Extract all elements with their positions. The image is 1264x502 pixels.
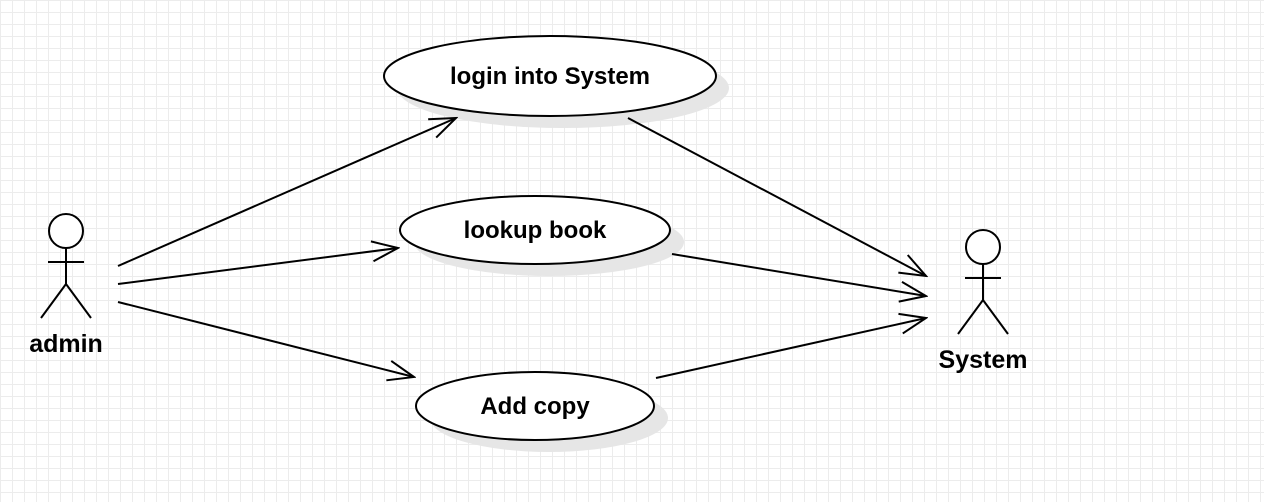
usecase-addcopy-label: Add copy <box>480 393 590 420</box>
usecase-add-copy[interactable]: Add copy <box>415 371 655 441</box>
arrow-admin-to-addcopy[interactable] <box>117 301 414 377</box>
arrow-admin-to-login[interactable] <box>117 118 456 267</box>
arrow-lookup-to-system[interactable] <box>671 253 926 296</box>
arrow-addcopy-to-system[interactable] <box>655 318 926 379</box>
usecase-lookup-label: lookup book <box>464 217 607 244</box>
usecase-login[interactable]: login into System <box>383 35 717 117</box>
usecase-lookup-book[interactable]: lookup book <box>399 195 671 265</box>
arrow-login-to-system[interactable] <box>627 117 926 276</box>
usecase-login-label: login into System <box>450 63 650 90</box>
usecase-addcopy-ellipse <box>415 371 655 441</box>
actor-system-label: System <box>939 346 1028 374</box>
actor-admin[interactable]: admin <box>29 213 103 358</box>
usecase-lookup-ellipse <box>399 195 671 265</box>
usecase-login-ellipse <box>383 35 717 117</box>
actor-admin-label: admin <box>29 330 103 358</box>
arrow-admin-to-lookup[interactable] <box>117 248 398 285</box>
actor-system[interactable]: System <box>939 229 1028 374</box>
actor-admin-stick-figure-icon <box>40 213 92 319</box>
actor-system-stick-figure-icon <box>957 229 1009 335</box>
